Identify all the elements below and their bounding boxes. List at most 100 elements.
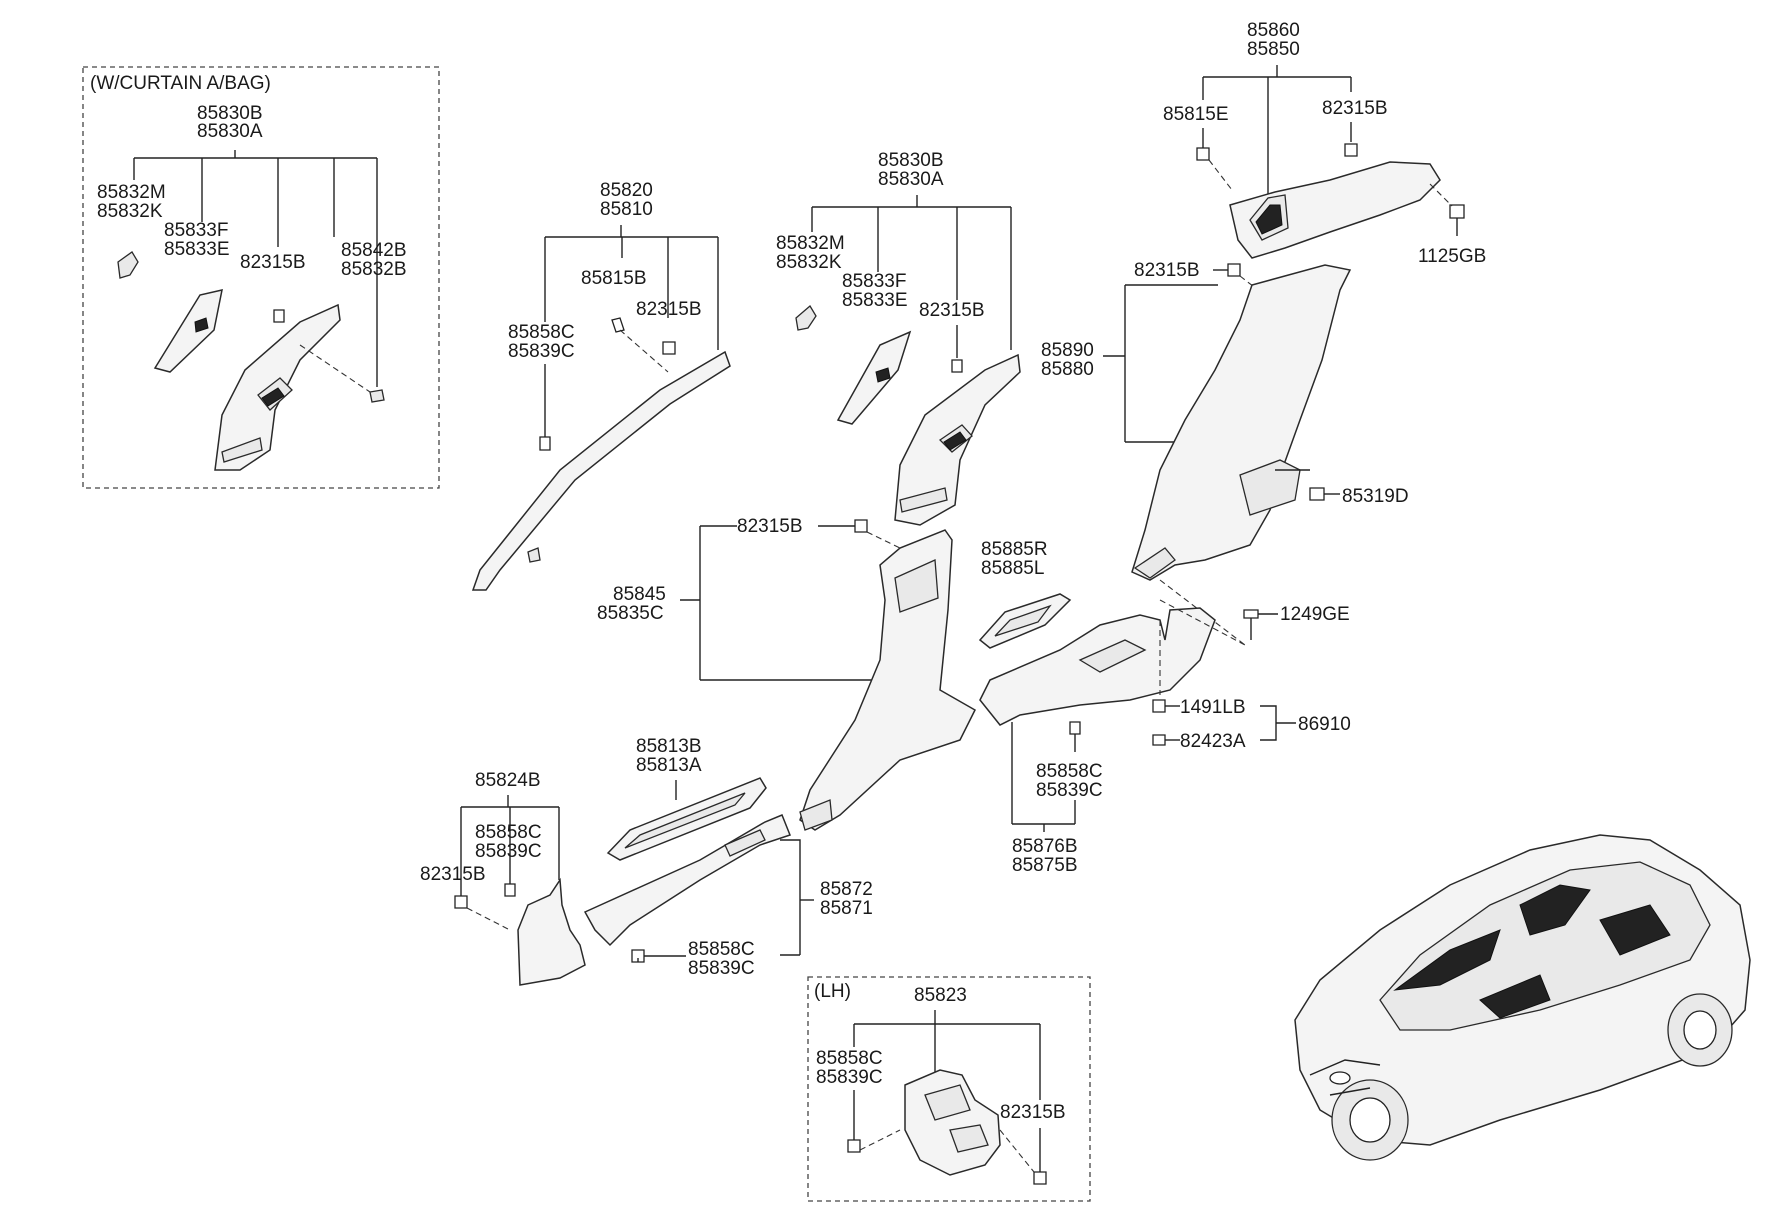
kick-panel-group: 85824B 85858C 85839C 82315B xyxy=(420,770,586,986)
front-scuff-group: 85813B 85813A xyxy=(606,736,767,861)
lh-caption: (LH) xyxy=(814,981,851,1002)
label-85880: 85880 xyxy=(1041,359,1094,380)
scuff-cover-group: 85885R 85885L xyxy=(978,539,1072,649)
cap-piece xyxy=(795,305,817,331)
label-85830B: 85830B xyxy=(878,150,944,171)
clip xyxy=(847,1139,861,1153)
clip xyxy=(662,341,676,355)
screw xyxy=(611,317,625,333)
label-82315B: 82315B xyxy=(1134,260,1200,281)
label-85839C: 85839C xyxy=(1036,780,1103,801)
label-1491LB: 1491LB xyxy=(1180,697,1246,718)
label-82315B: 82315B xyxy=(1322,98,1388,119)
label-1125GB: 1125GB xyxy=(1418,246,1486,267)
clip xyxy=(273,309,285,323)
label-85842B: 85842B xyxy=(341,240,407,261)
label-85858C: 85858C xyxy=(508,322,575,343)
label-85839C: 85839C xyxy=(816,1067,883,1088)
lh-box xyxy=(807,976,1091,1202)
label-82315B: 82315B xyxy=(737,516,803,537)
label-85885L: 85885L xyxy=(981,558,1044,579)
label-85858C: 85858C xyxy=(816,1048,883,1069)
bolt xyxy=(1449,204,1465,219)
label-1249GE: 1249GE xyxy=(1280,604,1350,625)
clip xyxy=(631,949,645,963)
clip xyxy=(1227,263,1241,277)
label-85319D: 85319D xyxy=(1342,486,1409,507)
label-85890: 85890 xyxy=(1041,340,1094,361)
label-85833F: 85833F xyxy=(164,220,228,241)
label-85813B: 85813B xyxy=(636,736,702,757)
label-85876B: 85876B xyxy=(1012,836,1078,857)
lower-b-pillar-trim xyxy=(799,529,976,831)
label-85871: 85871 xyxy=(820,898,873,919)
lower-b-pillar-group: 82315B 85845 85835C xyxy=(597,516,976,831)
label-85839C: 85839C xyxy=(688,958,755,979)
grip-panel xyxy=(153,289,223,373)
c-pillar-trim xyxy=(1229,161,1441,259)
side-step-group: 85872 85871 85858C 85839C xyxy=(583,814,873,979)
hardware-group: 1249GE 1491LB 82423A 86910 xyxy=(1152,599,1351,752)
label-82315B: 82315B xyxy=(240,252,306,273)
nut xyxy=(1152,734,1166,746)
label-82315B: 82315B xyxy=(420,864,486,885)
clip xyxy=(1344,143,1358,157)
label-85813A: 85813A xyxy=(636,755,702,776)
clip xyxy=(951,359,963,373)
curtain-airbag-caption: (W/CURTAIN A/BAG) xyxy=(90,73,271,94)
label-85872: 85872 xyxy=(820,879,873,900)
curtain-airbag-box xyxy=(82,66,440,489)
small-clip xyxy=(369,389,385,403)
label-82423A: 82423A xyxy=(1180,731,1246,752)
label-85858C: 85858C xyxy=(1036,761,1103,782)
clip xyxy=(854,519,868,533)
label-85833E: 85833E xyxy=(842,290,908,311)
label-85832M: 85832M xyxy=(776,233,845,254)
label-82315B: 82315B xyxy=(919,300,985,321)
label-85845: 85845 xyxy=(613,584,666,605)
label-85832K: 85832K xyxy=(776,252,842,273)
label-85858C: 85858C xyxy=(475,822,542,843)
cap-piece xyxy=(117,251,139,279)
label-85839C: 85839C xyxy=(508,341,575,362)
label-85833F: 85833F xyxy=(842,271,906,292)
label-85820: 85820 xyxy=(600,180,653,201)
label-85824B: 85824B xyxy=(475,770,541,791)
label-85885R: 85885R xyxy=(981,539,1048,560)
rear-step-group: 85858C 85839C 85876B 85875B xyxy=(979,607,1216,876)
clip xyxy=(1309,487,1325,501)
kick-panel xyxy=(517,877,586,986)
label-85810: 85810 xyxy=(600,199,653,220)
label-85833E: 85833E xyxy=(164,239,230,260)
label-85850: 85850 xyxy=(1247,39,1300,60)
label-85830B: 85830B xyxy=(197,103,263,124)
label-85832M: 85832M xyxy=(97,182,166,203)
label-85832K: 85832K xyxy=(97,201,163,222)
label-85839C: 85839C xyxy=(475,841,542,862)
label-82315B: 82315B xyxy=(1000,1102,1066,1123)
clip xyxy=(454,895,468,909)
car-illustration xyxy=(1294,834,1751,1161)
a-pillar-group: 85820 85810 85815B 82315B 85858C 85839C xyxy=(471,180,731,591)
lh-bracket xyxy=(904,1069,1001,1176)
label-85815E: 85815E xyxy=(1163,104,1229,125)
label-85815B: 85815B xyxy=(581,268,647,289)
label-85858C: 85858C xyxy=(688,939,755,960)
clip xyxy=(1196,147,1210,161)
label-82315B: 82315B xyxy=(636,299,702,320)
label-85875B: 85875B xyxy=(1012,855,1078,876)
b-pillar-group: 85830B 85830A 85832M 85832K 85833F 85833… xyxy=(776,150,1021,526)
label-85832B: 85832B xyxy=(341,259,407,280)
label-85835C: 85835C xyxy=(597,603,664,624)
quarter-trim xyxy=(1131,264,1352,581)
clip xyxy=(539,436,551,451)
quarter-trim-group: 82315B 85890 85880 85319D xyxy=(1041,260,1409,646)
clip xyxy=(504,883,516,897)
c-pillar-group: 85860 85850 85815E 82315B 1125GB xyxy=(1163,20,1486,267)
clip xyxy=(1033,1171,1047,1185)
screw xyxy=(1243,609,1259,619)
label-85830A: 85830A xyxy=(878,169,944,190)
clip xyxy=(1152,699,1166,713)
label-85823: 85823 xyxy=(914,985,967,1006)
